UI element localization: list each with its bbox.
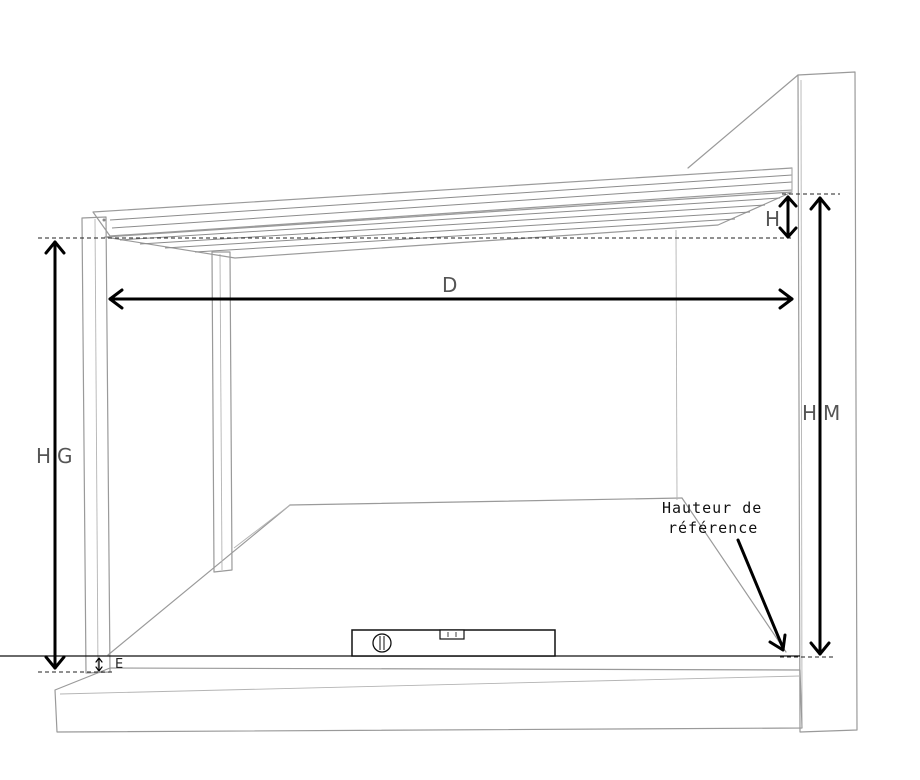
reference-label-line2: référence <box>668 519 758 537</box>
reference-dashes <box>38 193 840 673</box>
label-e: E <box>115 657 123 672</box>
room-perspective <box>107 229 787 656</box>
dimension-arrow-hg <box>44 240 66 670</box>
label-hg: HG <box>36 444 79 468</box>
label-hm: HM <box>802 401 846 425</box>
spirit-level-icon <box>351 629 556 657</box>
front-post <box>81 216 111 674</box>
label-h: H <box>765 207 786 231</box>
back-post <box>211 251 233 573</box>
reference-label-line1: Hauteur de <box>662 499 762 517</box>
reference-pointer-arrow <box>736 538 787 652</box>
dimension-arrow-hm <box>809 196 831 656</box>
dimension-arrow-h <box>778 195 798 239</box>
wall <box>687 71 858 733</box>
label-d: D <box>442 273 463 297</box>
floor-slab <box>54 667 803 733</box>
pergola-roof <box>92 167 793 259</box>
dimension-arrow-e <box>95 657 103 672</box>
dimension-arrow-d <box>108 288 794 310</box>
